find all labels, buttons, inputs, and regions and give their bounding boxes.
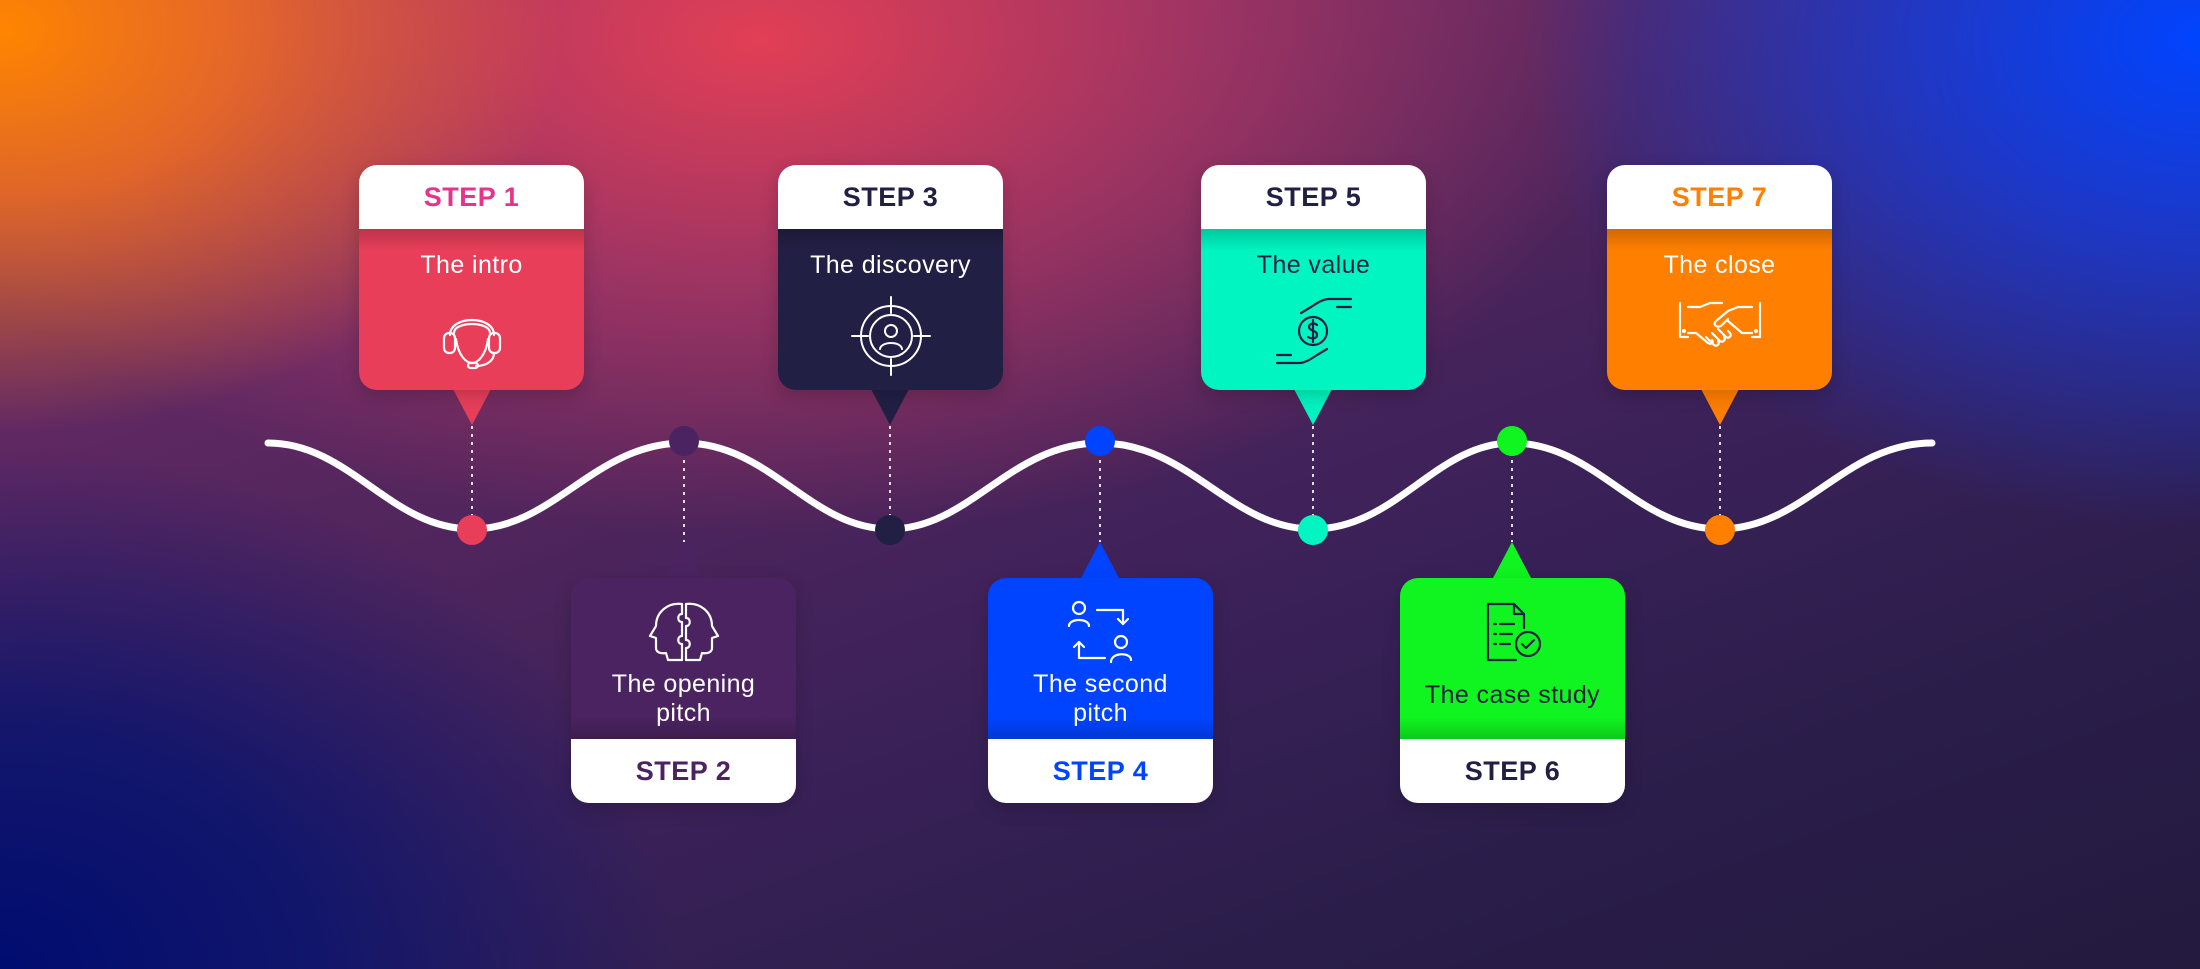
step-label: STEP 7	[1607, 165, 1832, 229]
hand-coin-icon	[1201, 293, 1426, 369]
pointer-step-4	[1081, 542, 1119, 578]
target-person-icon	[778, 293, 1003, 379]
node-step-2	[669, 426, 699, 456]
pointer-step-7	[1701, 389, 1739, 425]
step-card-4: The second pitch STEP 4	[988, 578, 1213, 803]
step-label: STEP 4	[988, 739, 1213, 803]
document-check-icon	[1400, 600, 1625, 664]
pointer-step-2	[665, 542, 703, 578]
step-card-1: STEP 1 The intro	[359, 165, 584, 390]
step-label: STEP 2	[571, 739, 796, 803]
people-exchange-icon	[988, 600, 1213, 668]
step-label: STEP 1	[359, 165, 584, 229]
step-title: The case study	[1424, 681, 1601, 709]
step-body: The intro	[359, 229, 584, 390]
step-card-2: The opening pitch STEP 2	[571, 578, 796, 803]
node-step-4	[1085, 426, 1115, 456]
step-body: The discovery	[778, 229, 1003, 390]
node-step-5	[1298, 515, 1328, 545]
step-title: The intro	[420, 251, 523, 279]
headset-icon	[359, 293, 584, 373]
step-label: STEP 3	[778, 165, 1003, 229]
step-body: The value	[1201, 229, 1426, 390]
step-card-6: The case study STEP 6	[1400, 578, 1625, 803]
step-card-7: STEP 7 The close	[1607, 165, 1832, 390]
step-title: The close	[1663, 251, 1776, 279]
step-card-5: STEP 5 The value	[1201, 165, 1426, 390]
step-label: STEP 5	[1201, 165, 1426, 229]
step-title: The discovery	[810, 251, 971, 279]
node-step-3	[875, 515, 905, 545]
node-step-6	[1497, 426, 1527, 456]
step-body: The case study	[1400, 578, 1625, 739]
pointer-step-3	[871, 389, 909, 425]
step-title: The second pitch	[1033, 670, 1168, 727]
step-title: The opening pitch	[611, 670, 756, 727]
step-card-3: STEP 3 The discovery	[778, 165, 1003, 390]
step-body: The close	[1607, 229, 1832, 390]
step-label: STEP 6	[1400, 739, 1625, 803]
step-title: The value	[1256, 251, 1371, 279]
node-step-7	[1705, 515, 1735, 545]
pointer-step-1	[453, 389, 491, 425]
step-body: The opening pitch	[571, 578, 796, 739]
puzzle-heads-icon	[571, 600, 796, 664]
step-body: The second pitch	[988, 578, 1213, 739]
pointer-step-5	[1294, 389, 1332, 425]
pointer-step-6	[1493, 542, 1531, 578]
node-step-1	[457, 515, 487, 545]
handshake-icon	[1607, 293, 1832, 355]
